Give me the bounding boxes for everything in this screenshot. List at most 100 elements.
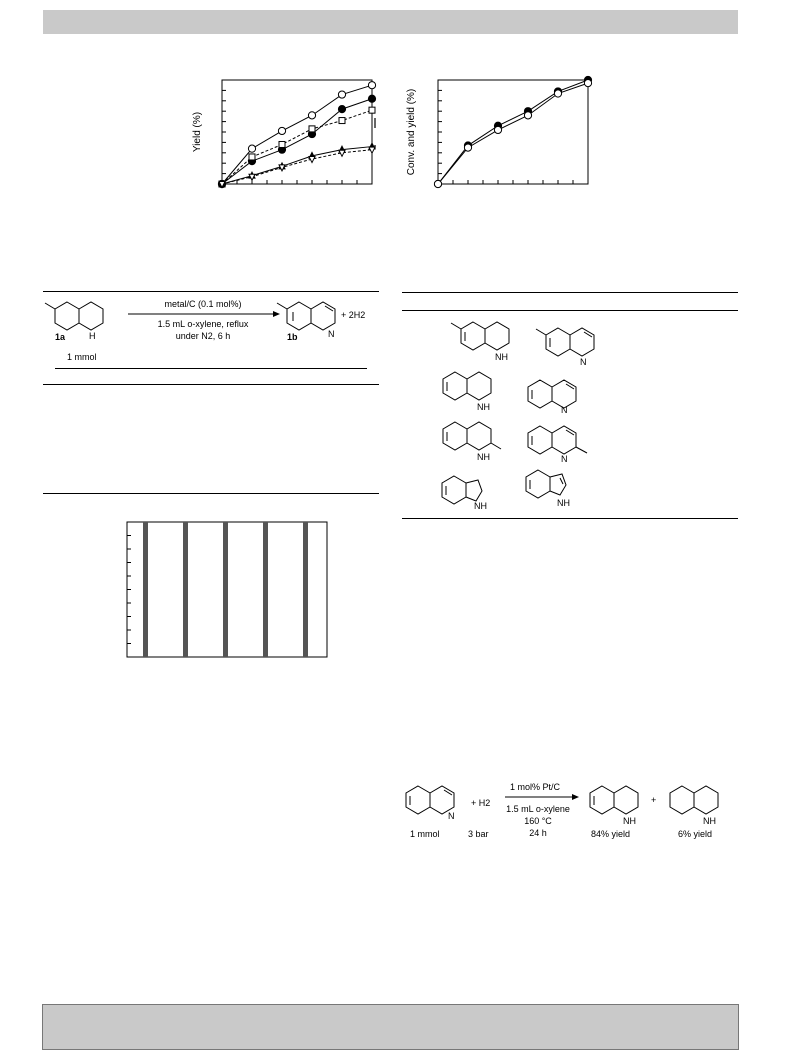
series-line — [437, 79, 589, 185]
conditions-bottom-3: 24 h — [529, 828, 547, 838]
data-point — [368, 106, 376, 114]
table-rule-bottom — [402, 518, 738, 519]
nh-label: NH — [703, 816, 716, 826]
series-line — [221, 109, 373, 185]
methyl-tetrahydroquinoline-2-structure — [442, 421, 502, 451]
plot-frame — [221, 79, 373, 185]
conditions-top: 1 mol% Pt/C — [510, 782, 561, 792]
nh-label: NH — [474, 501, 487, 511]
data-point — [277, 126, 287, 136]
quinoline-structure — [527, 379, 577, 409]
nh-label: NH — [557, 498, 570, 508]
table-rule-bottom — [43, 493, 379, 494]
data-point — [308, 156, 316, 164]
data-point — [523, 111, 533, 120]
data-point — [307, 111, 317, 120]
reactant-1a-structure — [44, 301, 104, 331]
data-point — [338, 117, 346, 125]
y-ticks — [438, 89, 574, 184]
plus-sign: + — [651, 795, 656, 805]
arrow-head — [273, 311, 280, 317]
y-ticks — [127, 535, 131, 644]
tetrahydroquinoline-structure — [442, 371, 492, 401]
data-point — [218, 181, 226, 189]
methylquinoline-structure — [535, 327, 595, 357]
series-group — [433, 75, 593, 189]
series-line — [221, 149, 373, 185]
quinoline-reactant-structure — [405, 785, 455, 815]
substrate-structures: NH N NH N NH N NH NH — [441, 321, 595, 511]
series-line — [437, 82, 589, 185]
compound-label: 1b — [287, 332, 298, 342]
data-point — [308, 125, 316, 133]
scheme-underline — [55, 368, 367, 369]
data-point — [433, 179, 443, 189]
data-point — [463, 143, 473, 152]
table-rule-header — [402, 310, 738, 311]
compound-label: 1a — [55, 332, 66, 342]
series-line — [221, 84, 373, 185]
amount-label: 1 mmol — [410, 829, 440, 839]
data-point — [583, 79, 593, 88]
data-point — [553, 89, 563, 98]
byproduct-label: + 2H2 — [341, 310, 365, 320]
n-label: N — [561, 405, 568, 415]
yield-chart-left: Yield (%) — [192, 79, 377, 189]
yield-label: 84% yield — [591, 829, 630, 839]
footer-bar — [42, 1004, 739, 1050]
bar-4 — [263, 522, 268, 657]
amount-label: 1 mmol — [67, 352, 97, 362]
n-label: N — [448, 811, 455, 821]
data-point — [248, 153, 256, 161]
data-point — [248, 173, 256, 182]
nh-label: NH — [623, 816, 636, 826]
data-point — [338, 149, 346, 158]
bar-chart — [126, 521, 328, 658]
n-label: N — [328, 329, 335, 339]
conditions-bottom-1: 1.5 mL o-xylene, reflux — [158, 319, 249, 329]
series-line — [221, 146, 373, 185]
y-axis-label: Conv. and yield (%) — [406, 89, 417, 176]
data-point — [493, 125, 503, 135]
methyl-tetrahydroquinoline-structure — [450, 321, 510, 351]
nh-label: NH — [495, 352, 508, 362]
arrow-head — [572, 794, 579, 800]
header-bar — [43, 10, 738, 34]
reaction-scheme-2: N 1 mmol + H2 3 bar 1 mol% Pt/C 1.5 mL o… — [405, 782, 719, 839]
table-rule-top — [402, 292, 738, 293]
bar-3 — [223, 522, 228, 657]
data-point — [247, 144, 257, 153]
bar-5 — [303, 522, 308, 657]
y-ticks — [222, 89, 358, 184]
reaction-scheme-1: H 1a 1 mmol metal/C (0.1 mol%) 1.5 mL o-… — [44, 299, 365, 362]
indoline-structure — [441, 475, 483, 505]
data-point — [278, 140, 286, 148]
data-point — [278, 164, 286, 172]
conditions-top: metal/C (0.1 mol%) — [164, 299, 241, 309]
nh-label: NH — [477, 452, 490, 462]
data-point — [367, 94, 377, 103]
decahydroquinoline-product-structure — [669, 785, 719, 815]
conditions-bottom-2: 160 °C — [524, 816, 552, 826]
methylquinoline-2-structure — [527, 425, 588, 455]
series-group — [217, 81, 377, 189]
n-label: N — [561, 454, 568, 464]
yield-label: 6% yield — [678, 829, 712, 839]
series-line — [221, 98, 373, 185]
n-label: N — [580, 357, 587, 367]
bar-2 — [183, 522, 188, 657]
bars-group — [143, 522, 308, 657]
indole-structure — [525, 469, 567, 499]
table-rule-mid — [43, 384, 379, 385]
pressure-label: 3 bar — [468, 829, 489, 839]
data-point — [368, 146, 376, 155]
h2-label: + H2 — [471, 798, 490, 808]
y-axis-label: Yield (%) — [192, 112, 203, 152]
conditions-bottom-1: 1.5 mL o-xylene — [506, 804, 570, 814]
tetrahydroquinoline-product-structure — [589, 785, 639, 815]
conv-yield-chart-right: Conv. and yield (%) — [406, 75, 593, 189]
table-rule-top — [43, 291, 379, 292]
data-point — [337, 90, 347, 99]
bar-1 — [143, 522, 148, 657]
product-1b-structure — [276, 301, 336, 331]
